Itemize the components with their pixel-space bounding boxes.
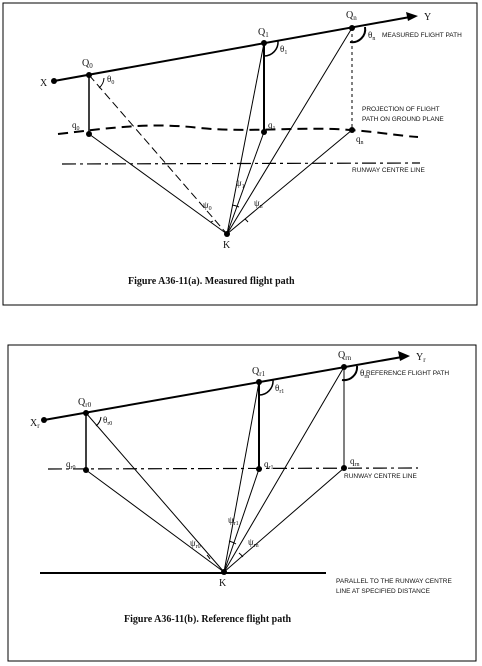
label-qrn-ground: qrn [350,456,360,468]
label-thetarn: θrn [360,368,369,380]
point-x [51,78,57,84]
point-k-b [221,569,227,575]
angle-arc-psi0 [210,220,214,223]
figure-a-frame [2,2,478,306]
point-g0 [86,131,92,137]
label-y: Y [424,12,431,23]
angle-arc-psi1 [231,204,240,208]
point-xr [41,417,47,423]
label-psir1: ψr1 [228,515,239,527]
ray-grn-k [223,467,345,573]
reference-flight-path-line [43,356,403,421]
ray-gr0-k [85,469,225,573]
point-gr0 [83,467,89,473]
label-psirn: ψrn [248,537,259,549]
angle-arc-thetan [349,26,367,44]
label-theta0: θ0 [107,74,114,86]
label-thetan: θn [368,30,375,42]
angle-arc-thetarn [341,365,359,382]
point-q0 [86,72,92,78]
label-theta1: θ1 [280,44,287,56]
ray-g0-k [88,133,228,235]
label-psi1: ψ1 [236,178,245,190]
point-qr0 [83,410,89,416]
point-g1 [261,129,267,135]
label-x: X [40,78,48,89]
angle-arc-theta0 [98,77,105,89]
annotation-runway-centre-line: RUNWAY CENTRE LINE [352,167,425,174]
annotation-projection-line2: PATH ON GROUND PLANE [362,116,444,123]
point-qn [349,25,355,31]
ground-projection-line [57,124,419,138]
ray-q0-k [88,74,228,235]
point-gr1 [256,466,262,472]
ray-g1-k [226,131,265,235]
point-qrn [341,364,347,370]
label-qr0: Qr0 [78,397,92,409]
annotation-parallel-line2: LINE AT SPECIFIED DISTANCE [336,588,431,595]
point-q1 [261,40,267,46]
label-thetar0: θr0 [103,415,112,427]
ray-qrn-k [223,366,345,573]
angle-arc-psir1 [228,540,237,545]
caption-figure-a: Figure A36-11(a). Measured flight path [128,276,295,287]
ray-qn-k [226,27,353,235]
figure-a: X Y Q0 Q1 Qn θ0 θ1 θn q0 q1 qn ψ0 ψ1 ψn … [2,2,478,306]
label-k-b: K [219,578,227,589]
angle-arc-theta1 [263,40,279,57]
angle-arc-thetar0 [95,416,102,427]
ray-qr0-k [85,412,225,573]
figure-b: Xr Yr Qr0 Qr1 Qrn θr0 θr1 θrn qr0 qr1 qr… [7,344,477,662]
label-psi0: ψ0 [203,200,212,212]
angle-arc-thetar1 [258,379,274,396]
angle-arc-psin [244,218,249,223]
point-k [224,231,230,237]
label-yr: Yr [416,352,426,364]
label-psin: ψn [254,198,263,210]
measured-flight-path-line [53,16,411,82]
label-q0: Q0 [82,58,93,70]
angle-arc-psir0 [206,554,211,560]
annotation-projection-line1: PROJECTION OF FLIGHT [362,106,440,113]
arrowhead-y-icon [406,12,418,21]
label-q1-ground: q1 [268,120,276,132]
label-q0-ground: q0 [72,120,80,132]
point-grn [341,465,347,471]
label-xr: Xr [30,418,40,430]
label-qr1: Qr1 [252,366,266,378]
label-qn-ground: qn [356,134,364,146]
label-qrn: Qrn [338,350,352,362]
label-qr1-ground: qr1 [264,459,274,471]
label-thetar1: θr1 [275,383,284,395]
angle-arc-psirn [238,552,244,558]
label-q1: Q1 [258,27,269,39]
arrowhead-yr-icon [398,351,410,361]
ray-gn-k [226,129,353,235]
ray-gr1-k [223,468,260,573]
annotation-runway-centre-line-b: RUNWAY CENTRE LINE [344,473,417,480]
ray-qr1-k [223,381,260,573]
ray-q1-k [226,42,265,235]
point-gn [349,127,355,133]
annotation-measured-flight-path: MEASURED FLIGHT PATH [382,32,462,39]
label-qr0-ground: qr0 [66,459,76,471]
caption-figure-b: Figure A36-11(b). Reference flight path [124,614,292,625]
label-psir0: ψr0 [190,538,201,550]
point-qr1 [256,379,262,385]
runway-centre-line-b [47,467,419,470]
annotation-parallel-line1: PARALLEL TO THE RUNWAY CENTRE [336,578,452,585]
annotation-reference-flight-path: REFERENCE FLIGHT PATH [366,370,449,377]
label-k: K [223,240,231,251]
figure-b-frame [7,344,477,662]
label-qn: Qn [346,10,357,22]
